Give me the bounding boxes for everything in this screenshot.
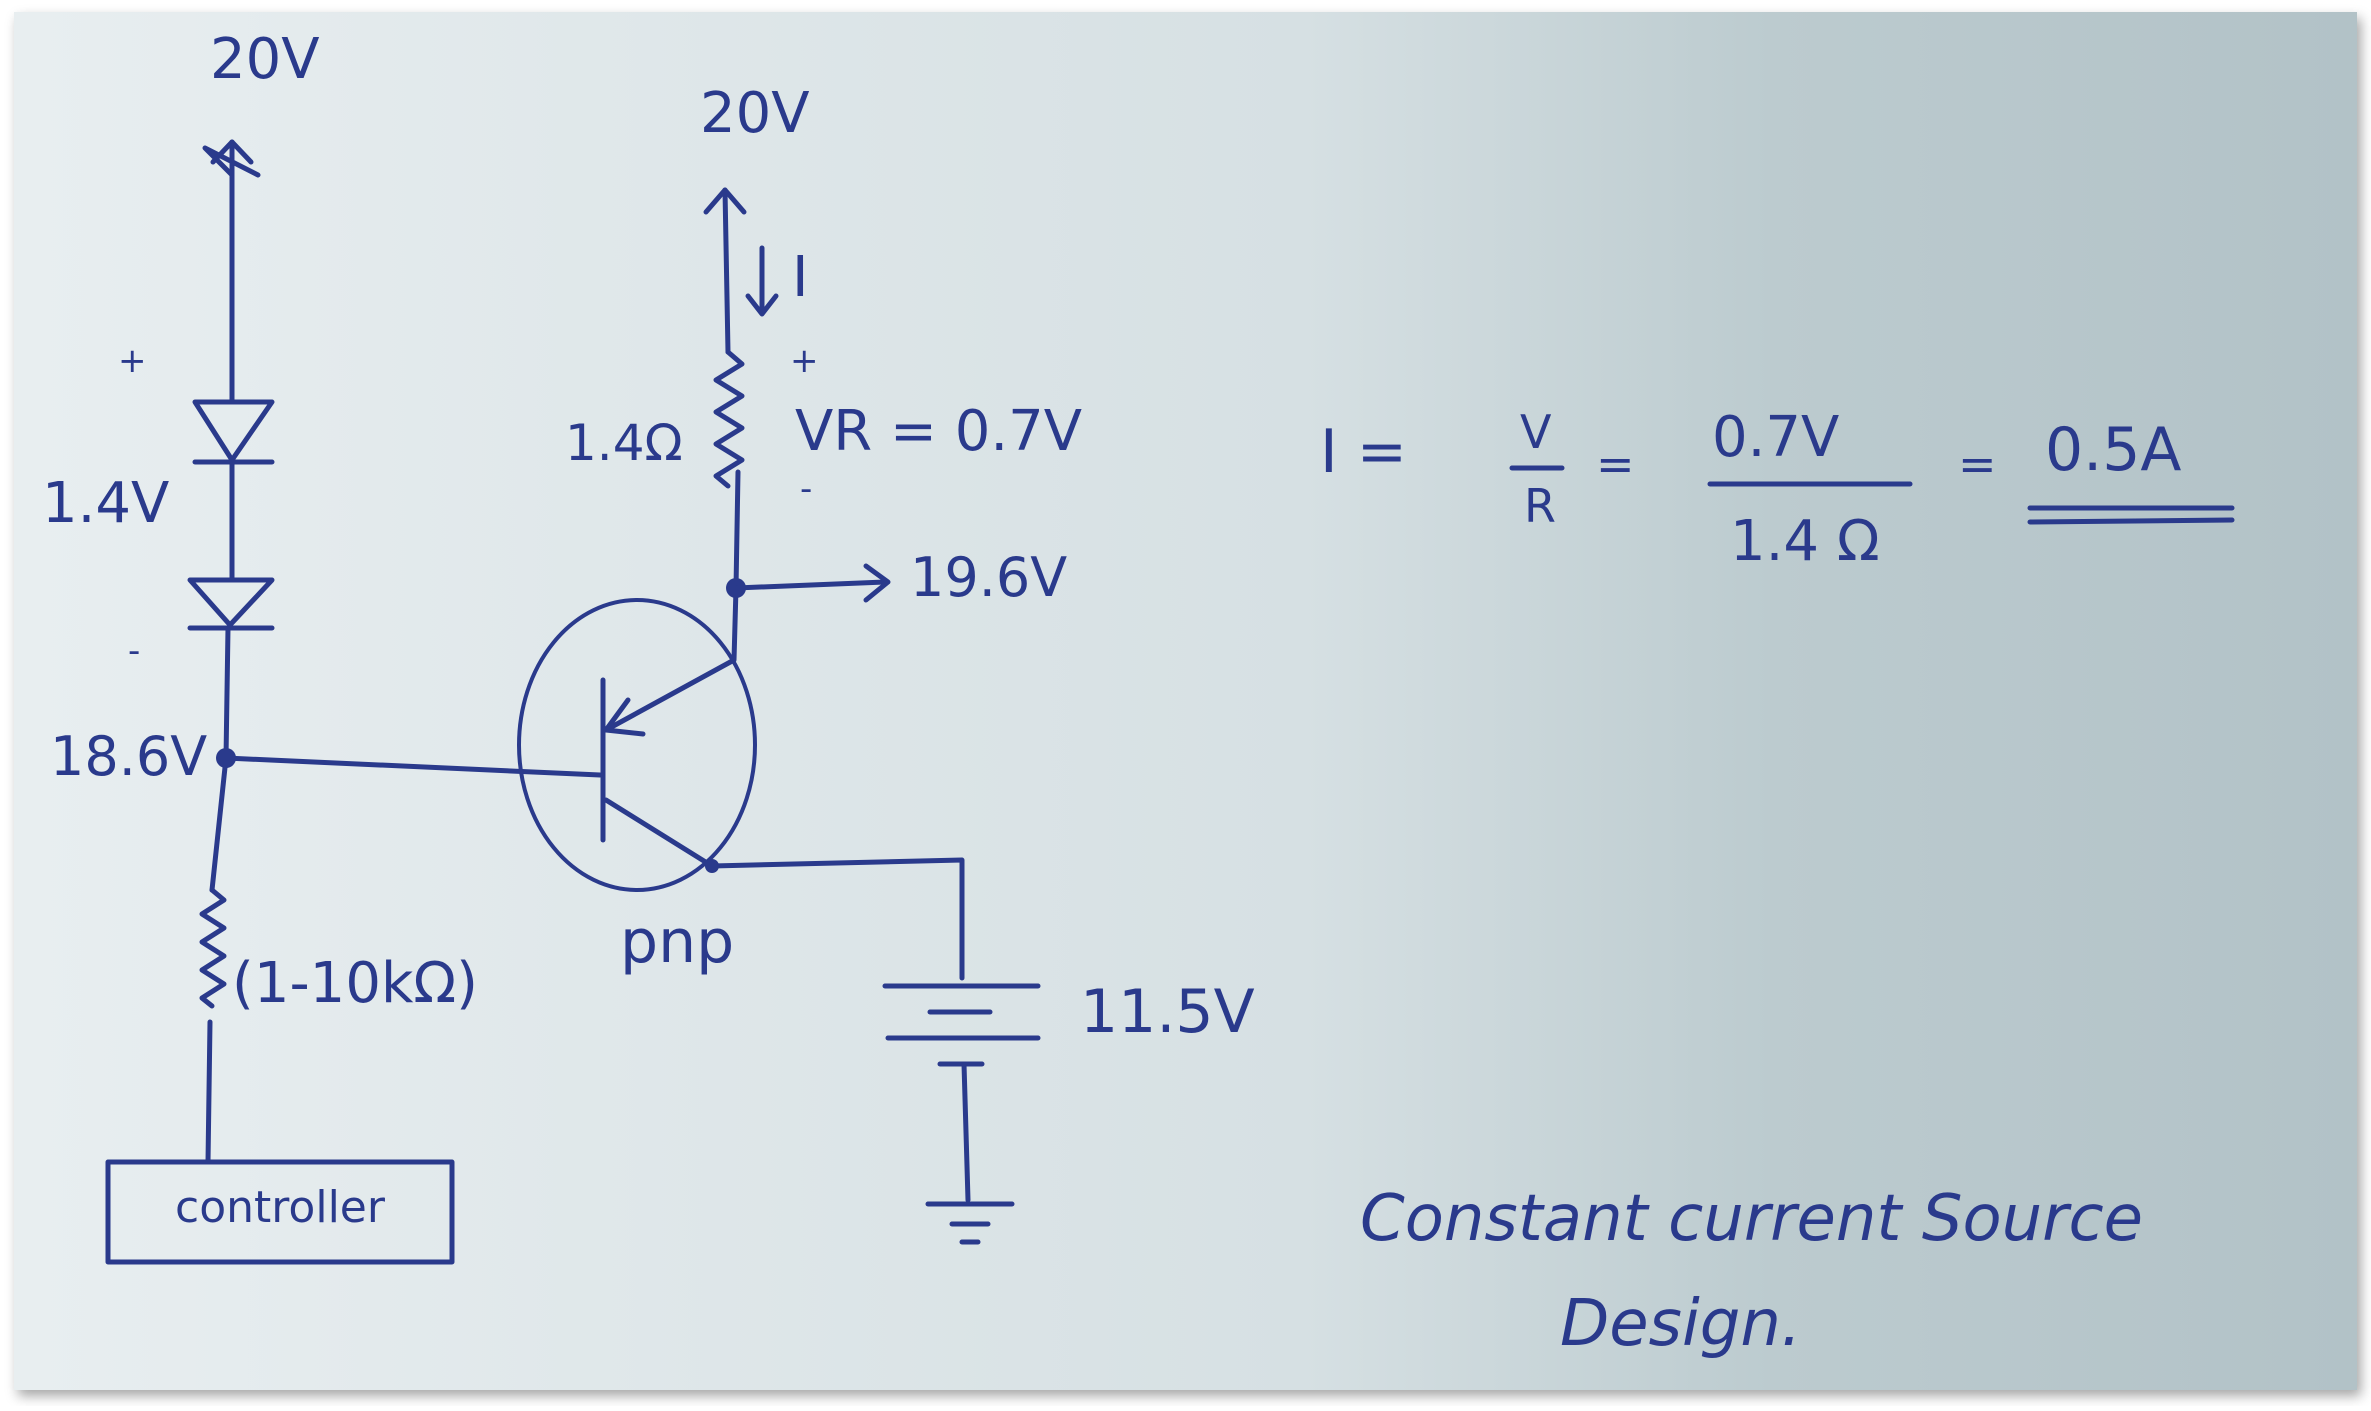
right-supply-label: 20V bbox=[700, 81, 810, 146]
formula-result: 0.5A bbox=[2045, 415, 2181, 485]
base-resistor bbox=[199, 887, 227, 1009]
transistor-circle bbox=[517, 598, 757, 892]
caption: Constant current Source Design. bbox=[1360, 1182, 2143, 1361]
left-arrow-head bbox=[210, 139, 254, 165]
emitter-arrow bbox=[603, 697, 646, 737]
transistor-emitter-leg bbox=[603, 585, 739, 733]
result-underline-2 bbox=[2027, 517, 2235, 525]
vr-minus-sign: - bbox=[800, 469, 812, 509]
formula-denominator: 1.4 Ω bbox=[1730, 509, 1880, 574]
collector-wire bbox=[709, 857, 965, 981]
diode-1 bbox=[192, 399, 275, 463]
formula-eq-2: = bbox=[1958, 437, 1997, 491]
formula-eq-1: = bbox=[1596, 437, 1635, 491]
diode-plus-sign: + bbox=[118, 341, 147, 381]
vr-plus-sign: + bbox=[790, 341, 819, 381]
transistor-type-label: pnp bbox=[620, 907, 734, 977]
battery-to-ground-wire bbox=[961, 1061, 971, 1203]
caption-line-2: Design. bbox=[1560, 1287, 1801, 1361]
emitter-resistor bbox=[713, 349, 745, 489]
resistor-to-controller-wire bbox=[205, 1019, 213, 1165]
right-supply-wire bbox=[722, 187, 731, 355]
caption-line-1: Constant current Source bbox=[1360, 1182, 2143, 1256]
base-resistor-label: (1-10kΩ) bbox=[232, 951, 478, 1016]
controller-box bbox=[105, 1159, 455, 1265]
current-arrow-head bbox=[745, 293, 779, 317]
formula-numerator: 0.7V bbox=[1712, 405, 1839, 470]
base-wire bbox=[223, 755, 603, 778]
diode-to-node-wire bbox=[223, 625, 231, 761]
transistor-collector-leg bbox=[603, 797, 715, 869]
current-label: I bbox=[792, 245, 809, 310]
formula-lhs: I = bbox=[1320, 417, 1407, 487]
emitter-resistor-label: 1.4Ω bbox=[565, 414, 683, 472]
emitter-node-label: 19.6V bbox=[910, 546, 1067, 609]
formula: I = V R = 0.7V 1.4 Ω = 0.5A bbox=[1320, 405, 2235, 574]
controller-label: controller bbox=[175, 1182, 386, 1233]
right-arrow-head bbox=[703, 187, 747, 215]
node-to-resistor-wire bbox=[209, 755, 229, 893]
left-branch: 20V + 1.4V - 18.6V (1-10kΩ) controller bbox=[42, 27, 603, 1265]
transistor-branch: 20V I 1.4Ω + VR = 0.7V - 19.6V pnp 11.5V bbox=[517, 81, 1255, 1245]
battery-label: 11.5V bbox=[1080, 977, 1255, 1047]
left-supply-label: 20V bbox=[210, 27, 320, 92]
diode-minus-sign: - bbox=[128, 631, 140, 671]
emitter-tap-wire bbox=[733, 579, 888, 591]
diode-drop-label: 1.4V bbox=[42, 471, 169, 536]
diode-2 bbox=[187, 577, 275, 628]
base-node-label: 18.6V bbox=[50, 725, 207, 788]
resistor-to-node-wire bbox=[733, 469, 741, 591]
formula-v: V bbox=[1520, 405, 1552, 459]
emitter-tap-arrow bbox=[863, 563, 891, 603]
vr-label: VR = 0.7V bbox=[795, 399, 1082, 464]
formula-r: R bbox=[1524, 479, 1556, 533]
